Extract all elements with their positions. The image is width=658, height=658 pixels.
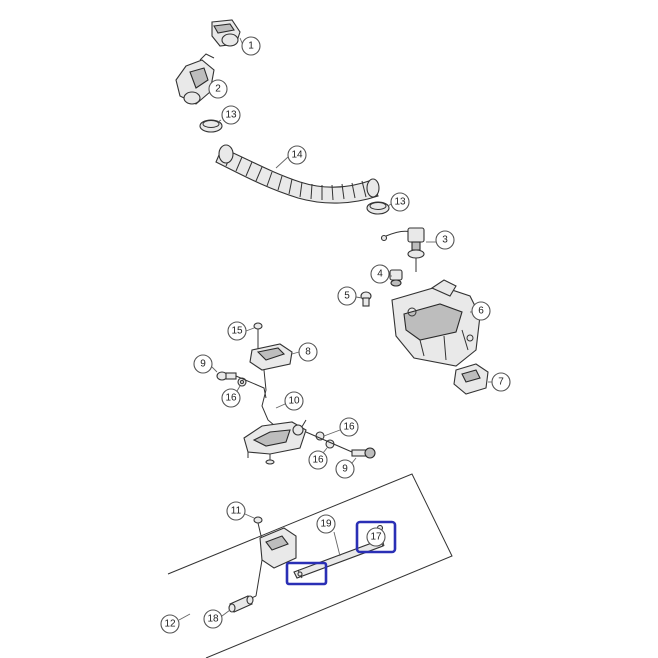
callout-13-upper-label: 13 — [225, 110, 237, 121]
part-19-rod — [293, 539, 384, 579]
callout-16-right-lower-label: 16 — [312, 455, 324, 466]
callout-18: 18 — [203, 609, 223, 629]
part-18-sleeve — [228, 595, 254, 613]
callout-9-left-label: 9 — [200, 359, 206, 370]
part-13-clamp-upper — [199, 119, 223, 133]
part-15-screw — [253, 322, 263, 350]
part-1-sleeve — [211, 19, 241, 47]
callout-16-left-label: 16 — [225, 393, 237, 404]
callout-3: 3 — [435, 230, 455, 250]
part-9-bolt-right — [351, 447, 376, 459]
callout-14: 14 — [287, 145, 307, 165]
part-9-bolt-left — [216, 371, 237, 381]
part-5-bolt — [360, 291, 372, 307]
callout-10: 10 — [284, 391, 304, 411]
callout-2: 2 — [208, 79, 228, 99]
part-4-plug — [389, 269, 403, 287]
callout-5-label: 5 — [344, 291, 350, 302]
callout-6: 6 — [471, 301, 491, 321]
callout-7: 7 — [491, 372, 511, 392]
callout-8-label: 8 — [305, 347, 311, 358]
callout-4-label: 4 — [377, 269, 383, 280]
callout-19: 19 — [316, 514, 336, 534]
callout-7-label: 7 — [498, 377, 504, 388]
part-14-corrugated-hose — [215, 144, 380, 204]
part-8-mount-block — [249, 343, 293, 371]
part-11-screw — [253, 516, 263, 541]
callout-16-right-upper: 16 — [339, 417, 359, 437]
callout-14-label: 14 — [291, 150, 303, 161]
part-7-bracket — [453, 363, 489, 395]
part-2-intake — [175, 53, 215, 105]
callout-18-label: 18 — [207, 614, 219, 625]
callout-13-lower: 13 — [390, 192, 410, 212]
callout-6-label: 6 — [478, 306, 484, 317]
part-6-airbox-housing — [391, 279, 481, 367]
callout-9-right: 9 — [335, 459, 355, 479]
callout-5: 5 — [337, 286, 357, 306]
callout-16-right-lower: 16 — [308, 450, 328, 470]
part-10-bracket-frame — [243, 369, 307, 465]
callout-19-label: 19 — [320, 519, 332, 530]
callout-12: 12 — [160, 614, 180, 634]
callout-11: 11 — [226, 501, 246, 521]
part-3-sensor — [380, 227, 425, 272]
callout-16-left: 16 — [221, 388, 241, 408]
callout-9-left: 9 — [193, 354, 213, 374]
callout-1: 1 — [241, 36, 261, 56]
callout-13-lower-label: 13 — [394, 197, 406, 208]
callout-17-label: 17 — [370, 532, 382, 543]
callout-17: 17 — [366, 527, 386, 547]
assembly-12-frame — [167, 473, 453, 658]
callout-15: 15 — [227, 321, 247, 341]
callout-12-label: 12 — [164, 619, 176, 630]
callout-1-label: 1 — [248, 41, 254, 52]
highlight-box-callout-17 — [355, 520, 397, 554]
callout-13-upper: 13 — [221, 105, 241, 125]
callout-11-label: 11 — [231, 506, 242, 517]
callout-10-label: 10 — [288, 396, 300, 407]
part-actuator-block — [237, 527, 297, 605]
part-13-clamp-lower — [366, 201, 390, 215]
part-16-washer-left — [237, 377, 247, 387]
callout-4: 4 — [370, 264, 390, 284]
callout-15-label: 15 — [231, 326, 243, 337]
callout-8: 8 — [298, 342, 318, 362]
highlight-box-pin-end — [285, 561, 328, 586]
callout-3-label: 3 — [442, 235, 448, 246]
callout-9-right-label: 9 — [342, 464, 348, 475]
callout-2-label: 2 — [215, 84, 221, 95]
callout-16-right-upper-label: 16 — [343, 422, 355, 433]
